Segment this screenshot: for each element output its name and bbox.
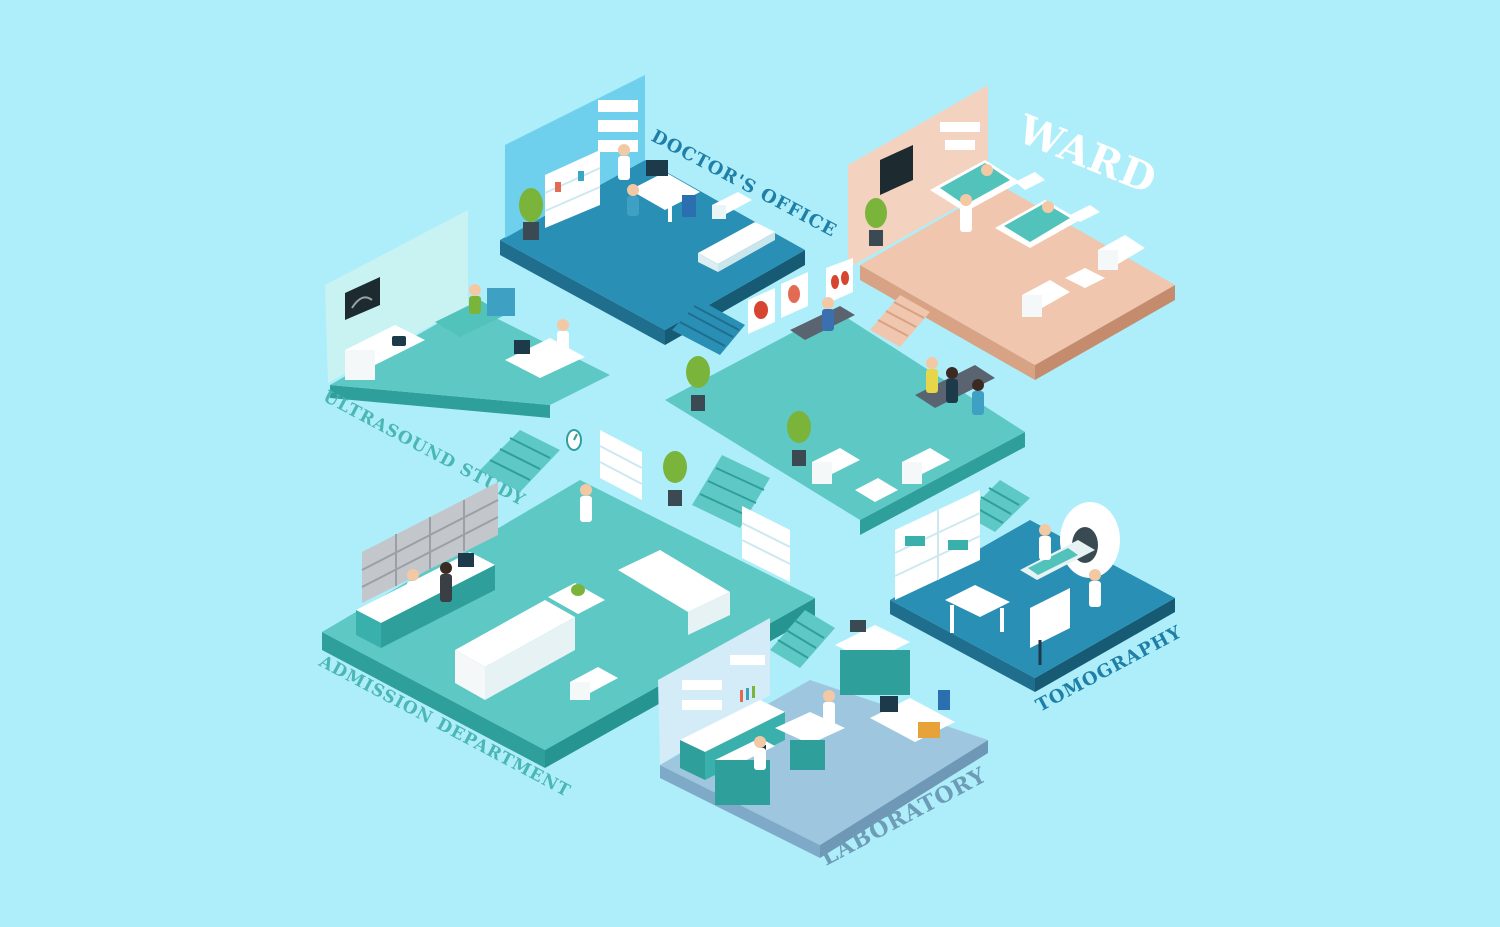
potted-plant-icon (519, 188, 543, 240)
potted-plant-icon (865, 198, 887, 246)
ultrasound-scanner-icon (487, 288, 515, 316)
ward-stairs-icon (870, 295, 930, 347)
radiologist-figure-icon (1089, 569, 1101, 607)
wall-shelves-icon (940, 122, 980, 150)
potted-plant-icon (686, 356, 710, 411)
armchair-icon (812, 448, 860, 484)
laboratory-stairs-icon (770, 610, 835, 668)
lab-bench-icon (835, 620, 910, 695)
exam-couch-icon (698, 222, 775, 272)
coffee-table-icon (548, 583, 605, 614)
nurse-figure-icon (580, 484, 592, 522)
wall-shelves-icon (682, 655, 765, 710)
laboratory-floor-side (820, 740, 988, 858)
ultrasound-floor-side (330, 385, 550, 418)
lab-technician-figure-icon (754, 736, 766, 770)
laboratory-room: LABORATORY (658, 618, 991, 871)
ward-room: WARD (848, 85, 1175, 380)
ward-floor-side (1035, 285, 1175, 380)
hospital-bed-icon (930, 160, 1020, 212)
doctors-office-room: DOCTOR'S OFFICE (500, 75, 840, 345)
chair-icon (682, 195, 696, 217)
potted-plant-icon (663, 451, 687, 506)
armchair-icon (1098, 235, 1145, 270)
sofa-icon (455, 600, 575, 700)
anatomy-posters (748, 258, 853, 334)
laboratory-wall (658, 618, 770, 765)
doctors-office-stairs-icon (672, 300, 745, 355)
receptionist-figure-icon (407, 569, 419, 599)
patient-figure-icon (1028, 548, 1078, 575)
sink-icon (712, 192, 752, 219)
stomach-poster-icon (781, 272, 808, 318)
bedside-table-icon (1015, 172, 1100, 222)
ward-floor-side (860, 265, 1035, 380)
whiteboard-icon (1030, 588, 1070, 665)
bookshelf-icon (741, 506, 791, 582)
lab-bench-icon (775, 712, 845, 770)
bookshelf-icon (544, 150, 601, 228)
shelving-unit-icon (894, 490, 981, 600)
reception-desk-icon (356, 552, 495, 648)
waiting-hall-stairs-icon (692, 455, 770, 528)
admission-floor-side (322, 632, 545, 768)
armchair-icon (570, 667, 618, 700)
desk-icon (870, 696, 955, 742)
tomography-floor-side (890, 600, 1035, 692)
sonographer-figure-icon (557, 319, 569, 353)
ultrasound-monitor-icon (345, 277, 380, 320)
heart-poster-icon (748, 288, 775, 334)
armchair-icon (902, 448, 950, 484)
laboratory-floor-side (660, 765, 820, 858)
bookshelf-icon (599, 430, 643, 500)
ward-floor (860, 185, 1175, 365)
waiting-chairs-icon (915, 357, 995, 415)
waiting-hall-floor-side (860, 432, 1025, 535)
kidneys-poster-icon (826, 258, 853, 304)
ultrasound-wall (325, 210, 468, 383)
ward-label: WARD (1010, 105, 1163, 203)
visitor-figure-icon (440, 562, 452, 602)
ultrasound-stairs-icon (480, 430, 560, 492)
radiologist-figure-icon (1039, 524, 1051, 560)
handbag-icon (392, 336, 406, 346)
coffee-table-icon (855, 478, 898, 502)
tv-screen-icon (880, 145, 913, 195)
clock-icon (566, 429, 582, 451)
coffee-table-icon (1065, 268, 1105, 288)
nurse-figure-icon (960, 194, 972, 232)
doctors-office-floor-side (500, 240, 665, 345)
waiting-chairs-icon (790, 297, 855, 340)
tomography-room: TOMOGRAPHY (890, 490, 1186, 716)
ultrasound-floor (330, 305, 610, 405)
potted-plant-icon (787, 411, 811, 466)
armchair-icon (1022, 280, 1070, 317)
patient-figure-icon (627, 184, 639, 216)
hospital-bed-icon (995, 200, 1080, 248)
chair-icon (938, 690, 950, 710)
waiting-hall-floor (665, 258, 1030, 535)
doctor-figure-icon (618, 144, 630, 180)
sofa-icon (618, 550, 730, 635)
sofa-icon (345, 325, 425, 380)
tomography-floor-side (1035, 598, 1175, 692)
wall-shelves-icon (598, 100, 638, 152)
desk-icon (945, 585, 1010, 633)
filing-cabinets-icon (361, 482, 499, 603)
